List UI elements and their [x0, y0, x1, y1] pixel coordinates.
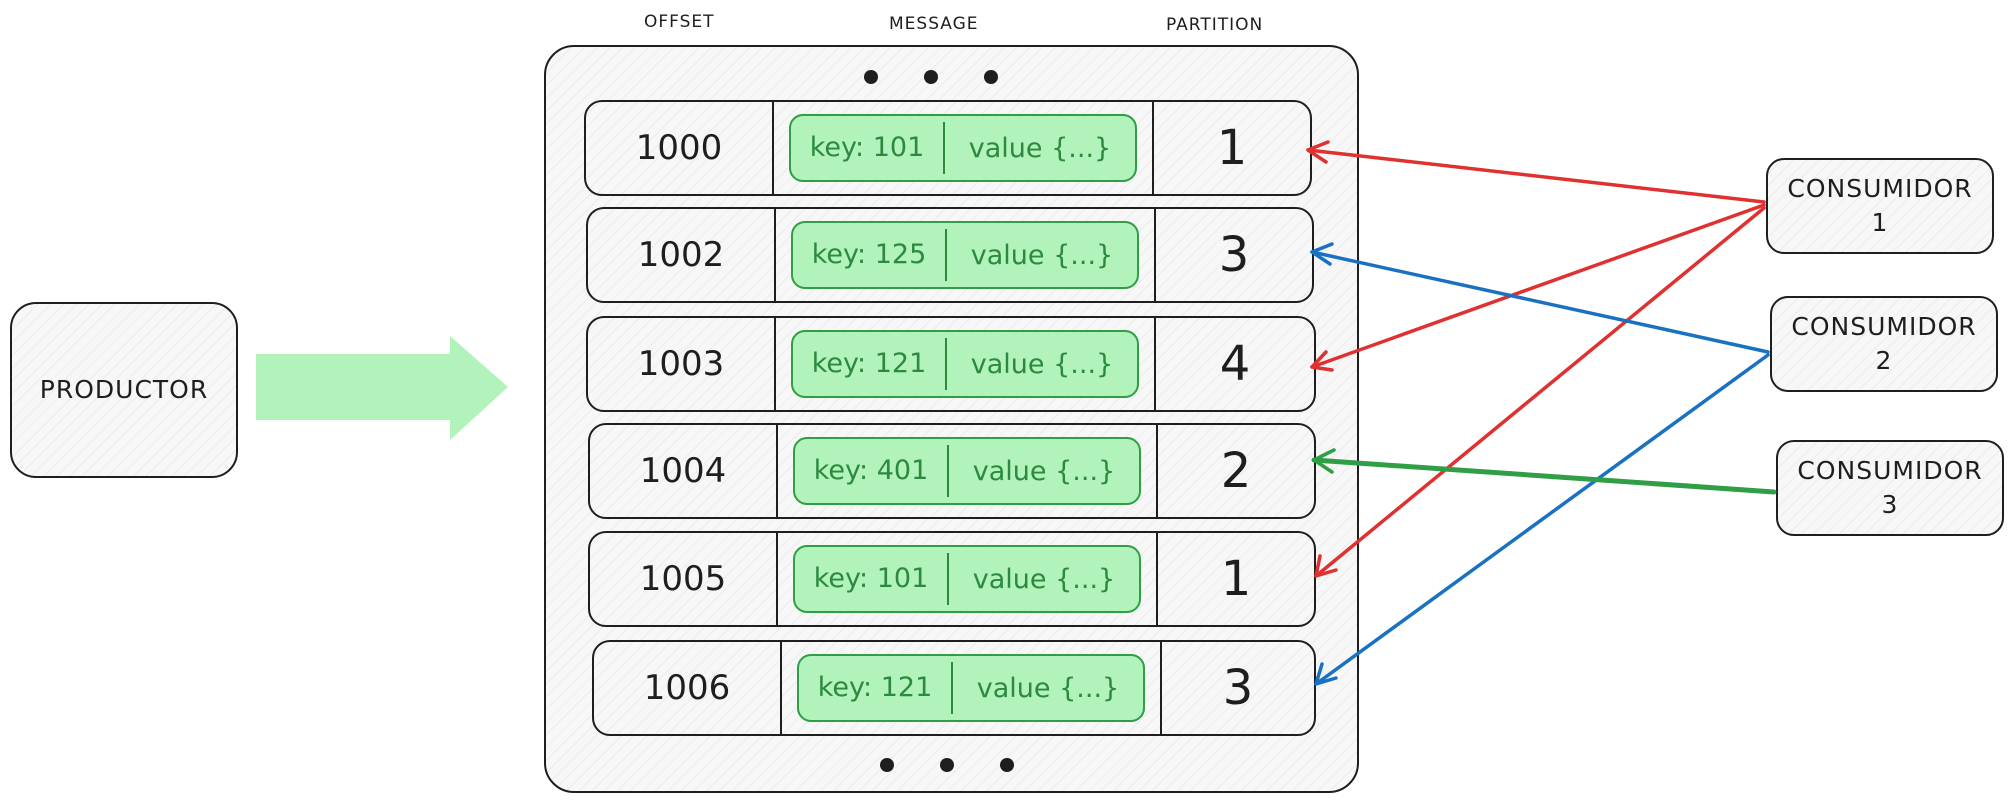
top-ellipsis — [864, 70, 998, 84]
consumer-2-name: CONSUMIDOR — [1791, 312, 1977, 341]
log-row: 1004 key: 401 value {...} 2 — [588, 423, 1316, 519]
row-message: key: 101 value {...} — [774, 102, 1154, 194]
message-key: key: 121 — [799, 662, 953, 714]
row-message: key: 125 value {...} — [776, 209, 1156, 301]
header-offset: OFFSET — [644, 12, 715, 32]
bottom-ellipsis — [880, 758, 1014, 772]
message-key: key: 121 — [793, 338, 947, 390]
message-chip: key: 401 value {...} — [793, 437, 1141, 505]
row-message: key: 101 value {...} — [778, 533, 1158, 625]
message-chip: key: 121 value {...} — [797, 654, 1145, 722]
message-value: value {...} — [968, 132, 1112, 164]
message-chip: key: 125 value {...} — [791, 221, 1139, 289]
row-partition: 3 — [1218, 227, 1250, 283]
row-partition: 1 — [1216, 120, 1248, 176]
header-message: MESSAGE — [889, 14, 979, 34]
log-row: 1005 key: 101 value {...} 1 — [588, 531, 1316, 627]
row-offset: 1003 — [588, 318, 776, 410]
consumer-1-number: 1 — [1871, 208, 1889, 237]
log-row: 1003 key: 121 value {...} 4 — [586, 316, 1316, 412]
row-offset: 1002 — [588, 209, 776, 301]
producer-node: PRODUCTOR — [10, 302, 238, 478]
message-chip: key: 121 value {...} — [791, 330, 1139, 398]
consumer-3-node: CONSUMIDOR 3 — [1776, 440, 2004, 536]
log-row: 1006 key: 121 value {...} 3 — [592, 640, 1316, 736]
log-row: 1000 key: 101 value {...} 1 — [584, 100, 1312, 196]
row-offset: 1000 — [586, 102, 774, 194]
message-value: value {...} — [976, 672, 1120, 704]
row-offset: 1004 — [590, 425, 778, 517]
message-key: key: 125 — [793, 229, 947, 281]
header-partition: PARTITION — [1166, 15, 1264, 35]
consumer-1-name: CONSUMIDOR — [1787, 174, 1973, 203]
row-partition: 3 — [1222, 660, 1254, 716]
row-message: key: 121 value {...} — [776, 318, 1156, 410]
message-value: value {...} — [972, 563, 1116, 595]
consumer-2-number: 2 — [1875, 346, 1893, 375]
consumer-1-node: CONSUMIDOR 1 — [1766, 158, 1994, 254]
row-message: key: 401 value {...} — [778, 425, 1158, 517]
message-value: value {...} — [970, 239, 1114, 271]
row-offset: 1006 — [594, 642, 782, 734]
message-key: key: 101 — [791, 122, 945, 174]
consumer-3-arrows — [1311, 448, 1777, 495]
consumer-2-arrows — [1310, 242, 1770, 686]
consumer-1-arrows — [1306, 140, 1766, 578]
consumer-3-number: 3 — [1881, 490, 1899, 519]
message-key: key: 101 — [795, 553, 949, 605]
consumer-3-name: CONSUMIDOR — [1797, 456, 1983, 485]
row-message: key: 121 value {...} — [782, 642, 1162, 734]
message-chip: key: 101 value {...} — [793, 545, 1141, 613]
message-key: key: 401 — [795, 445, 949, 497]
message-chip: key: 101 value {...} — [789, 114, 1137, 182]
producer-label: PRODUCTOR — [39, 375, 209, 404]
message-value: value {...} — [972, 455, 1116, 487]
row-partition: 1 — [1220, 551, 1252, 607]
row-partition: 2 — [1220, 443, 1252, 499]
consumer-2-node: CONSUMIDOR 2 — [1770, 296, 1998, 392]
message-value: value {...} — [970, 348, 1114, 380]
row-offset: 1005 — [590, 533, 778, 625]
row-partition: 4 — [1219, 336, 1251, 392]
log-row: 1002 key: 125 value {...} 3 — [586, 207, 1314, 303]
